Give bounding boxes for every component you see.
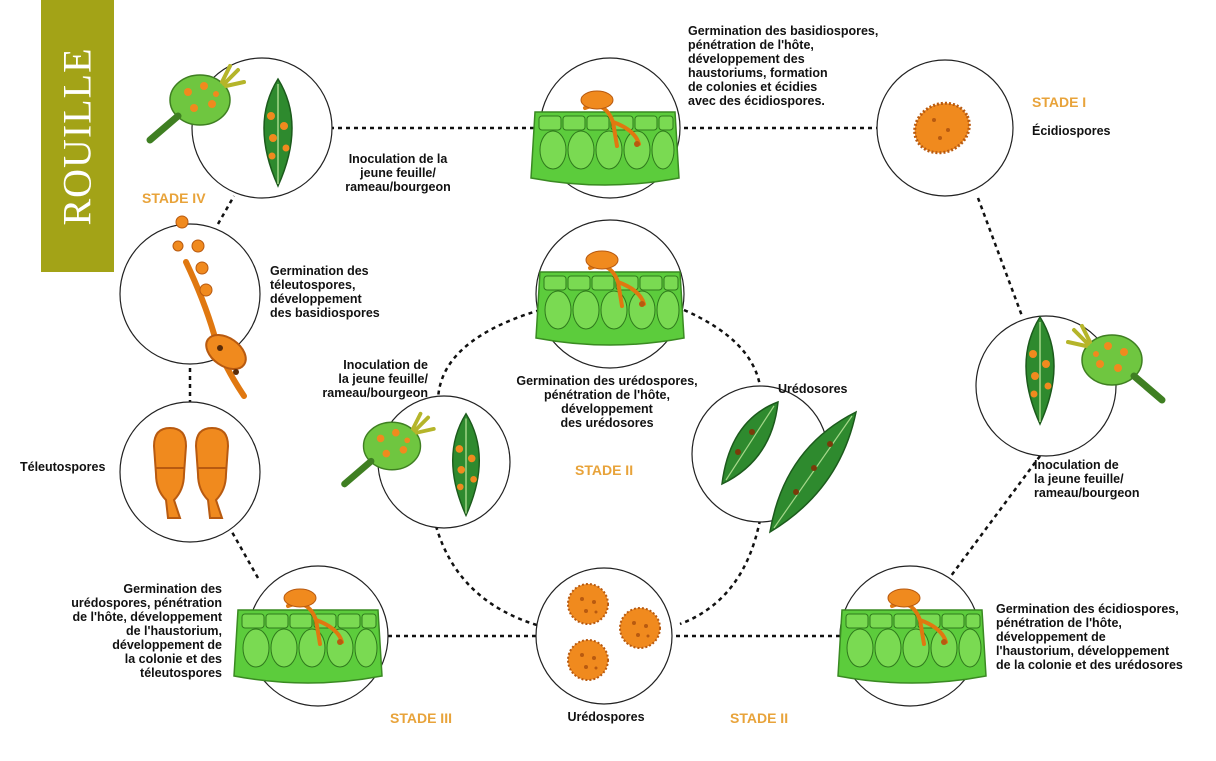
label-inoculation-center: Inoculation de la jeune feuille/ rameau/… (322, 358, 428, 400)
uredosore-leaf-illustration (721, 400, 858, 534)
teleutospore-illustration (152, 426, 230, 519)
ecidiospore-illustration (913, 101, 971, 155)
stage-label-2-bottom: STADE II (730, 710, 789, 726)
label-aeciospore-germination: Germination des écidiospores, pénétratio… (996, 602, 1183, 672)
label-uredospores: Urédospores (567, 710, 645, 724)
title-banner: ROUILLE (41, 0, 114, 272)
label-teleutospores: Téleutospores (20, 460, 106, 474)
label-teleutospore-germination: Germination des téleutospores, développe… (270, 264, 380, 320)
label-inoculation-top: Inoculation de la jeune feuille/ rameau/… (345, 152, 451, 194)
label-basidiospore-germination: Germination des basidiospores, pénétrati… (688, 24, 879, 108)
stage-label-2-center: STADE II (575, 462, 634, 478)
circle-teleutospores (119, 401, 261, 543)
stage-label-1: STADE I (1032, 94, 1087, 110)
stage-label-3: STADE III (390, 710, 452, 726)
label-uredospore-germination-left: Germination des urédospores, pénétration… (71, 582, 222, 680)
basidiospore-illustration (172, 215, 247, 399)
circle-teleutospore-germination (119, 223, 261, 365)
banner-title: ROUILLE (55, 46, 101, 226)
label-uredospore-germination-center: Germination des urédospores, pénétration… (516, 374, 698, 430)
stage-label-4: STADE IV (142, 190, 206, 206)
label-ecidiospores: Écidiospores (1032, 124, 1111, 138)
label-uredosores: Urédosores (778, 382, 848, 396)
label-inoculation-right: Inoculation de la jeune feuille/ rameau/… (1034, 458, 1140, 500)
connector-lines (188, 126, 1042, 638)
